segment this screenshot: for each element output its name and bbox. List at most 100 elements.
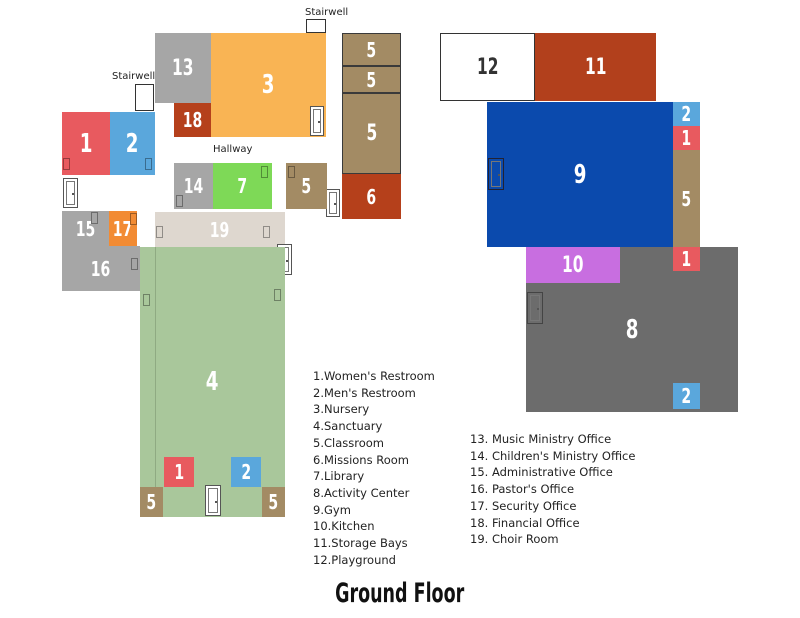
room-gym: 9 bbox=[487, 102, 673, 247]
door-icon bbox=[91, 212, 98, 224]
room-storage-bays: 11 bbox=[535, 33, 656, 101]
room-number: 2 bbox=[681, 102, 692, 126]
room-number: 5 bbox=[366, 37, 377, 62]
room-number: 4 bbox=[206, 367, 219, 397]
stairwell-label-top: Stairwell bbox=[305, 7, 349, 18]
room-number: 12 bbox=[476, 54, 499, 80]
room-number: 2 bbox=[241, 460, 251, 484]
room-number: 18 bbox=[182, 108, 203, 132]
room-number: 2 bbox=[126, 128, 139, 159]
legend-item: 17. Security Office bbox=[470, 498, 577, 513]
room-missions-room: 6 bbox=[342, 174, 401, 219]
door-icon bbox=[261, 166, 268, 178]
room-number: 5 bbox=[366, 121, 377, 146]
room-financial-office: 18 bbox=[174, 103, 211, 137]
room-number: 5 bbox=[301, 174, 312, 198]
room-music-ministry-office: 13 bbox=[155, 33, 211, 103]
door-icon bbox=[176, 195, 183, 207]
door-icon bbox=[310, 106, 324, 136]
room-mens-restroom: 2 bbox=[231, 457, 261, 487]
room-number: 13 bbox=[172, 55, 194, 81]
door-icon bbox=[143, 294, 150, 306]
room-classroom: 5 bbox=[262, 487, 285, 517]
room-number: 17 bbox=[113, 216, 133, 241]
legend-item: 7.Library bbox=[313, 469, 365, 484]
room-mens-restroom: 2 bbox=[673, 383, 700, 409]
room-womens-restroom: 1 bbox=[164, 457, 194, 487]
legend-item: 12.Playground bbox=[313, 552, 396, 567]
room-number: 1 bbox=[681, 247, 692, 271]
legend-item: 6.Missions Room bbox=[313, 452, 409, 467]
legend-right: 13. Music Ministry Office 14. Children's… bbox=[470, 431, 635, 548]
room-number: 10 bbox=[562, 252, 584, 278]
room-number: 2 bbox=[681, 384, 692, 408]
room-womens-restroom: 1 bbox=[62, 112, 110, 175]
room-number: 6 bbox=[366, 184, 377, 209]
room-number: 16 bbox=[91, 256, 111, 281]
room-number: 15 bbox=[75, 216, 96, 241]
legend-item: 1.Women's Restroom bbox=[313, 369, 435, 383]
room-womens-restroom: 1 bbox=[673, 126, 700, 150]
legend-item: 10.Kitchen bbox=[313, 519, 375, 534]
legend-item: 15. Administrative Office bbox=[470, 465, 613, 480]
legend-item: 13. Music Ministry Office bbox=[470, 432, 612, 446]
room-number: 11 bbox=[584, 54, 607, 80]
door-icon bbox=[488, 158, 504, 190]
legend-item: 5.Classroom bbox=[313, 435, 384, 450]
room-classroom: 5 bbox=[342, 66, 401, 93]
room-number: 9 bbox=[573, 159, 587, 190]
room-number: 5 bbox=[681, 186, 692, 211]
room-nursery: 3 bbox=[211, 33, 326, 137]
room-number: 5 bbox=[146, 490, 157, 514]
map-title-text: Ground Floor bbox=[335, 578, 465, 609]
stairwell-left bbox=[135, 84, 154, 111]
legend-item: 8.Activity Center bbox=[313, 485, 410, 500]
legend-item: 4.Sanctuary bbox=[313, 419, 383, 434]
door-icon bbox=[131, 258, 138, 270]
room-number: 8 bbox=[625, 314, 639, 345]
hallway-label: Hallway bbox=[213, 144, 253, 155]
room-sanctuary: 4 bbox=[140, 247, 285, 517]
legend-item: 2.Men's Restroom bbox=[313, 385, 416, 400]
room-number: 1 bbox=[174, 460, 184, 484]
legend-left: 1.Women's Restroom 2.Men's Restroom 3.Nu… bbox=[313, 368, 435, 568]
legend-item: 19. Choir Room bbox=[470, 532, 559, 547]
room-classroom: 5 bbox=[140, 487, 163, 517]
door-icon bbox=[288, 166, 295, 178]
door-icon bbox=[205, 485, 221, 516]
room-kitchen: 10 bbox=[526, 247, 620, 283]
legend-item: 14. Children's Ministry Office bbox=[470, 448, 636, 463]
room-classroom: 5 bbox=[342, 93, 401, 174]
door-icon bbox=[130, 213, 137, 225]
door-icon bbox=[527, 292, 543, 324]
room-number: 7 bbox=[237, 174, 248, 198]
room-number: 19 bbox=[210, 217, 230, 242]
room-number: 1 bbox=[79, 128, 93, 159]
room-classroom: 5 bbox=[342, 33, 401, 66]
legend-item: 9.Gym bbox=[313, 502, 351, 517]
room-pastors-office: 16 bbox=[62, 246, 140, 291]
room-womens-restroom: 1 bbox=[673, 247, 700, 271]
door-icon bbox=[63, 158, 70, 170]
room-classroom: 5 bbox=[673, 150, 700, 247]
stairwell-top bbox=[306, 19, 326, 33]
room-mens-restroom: 2 bbox=[110, 112, 155, 175]
door-icon bbox=[156, 226, 163, 238]
legend-item: 3.Nursery bbox=[313, 402, 370, 417]
door-icon bbox=[145, 158, 152, 170]
sanctuary-divider bbox=[155, 247, 156, 487]
map-title: Ground Floor bbox=[300, 578, 500, 609]
room-mens-restroom: 2 bbox=[673, 102, 700, 126]
room-number: 5 bbox=[268, 490, 279, 514]
legend-item: 16. Pastor's Office bbox=[470, 482, 575, 497]
room-number: 5 bbox=[366, 67, 377, 92]
room-number: 1 bbox=[681, 126, 692, 150]
room-playground: 12 bbox=[440, 33, 535, 101]
room-administrative-office: 15 bbox=[62, 211, 109, 246]
room-number: 14 bbox=[183, 174, 204, 198]
door-icon bbox=[63, 178, 78, 208]
room-number: 3 bbox=[262, 70, 275, 100]
legend-item: 11.Storage Bays bbox=[313, 536, 408, 551]
legend-item: 18. Financial Office bbox=[470, 515, 580, 530]
